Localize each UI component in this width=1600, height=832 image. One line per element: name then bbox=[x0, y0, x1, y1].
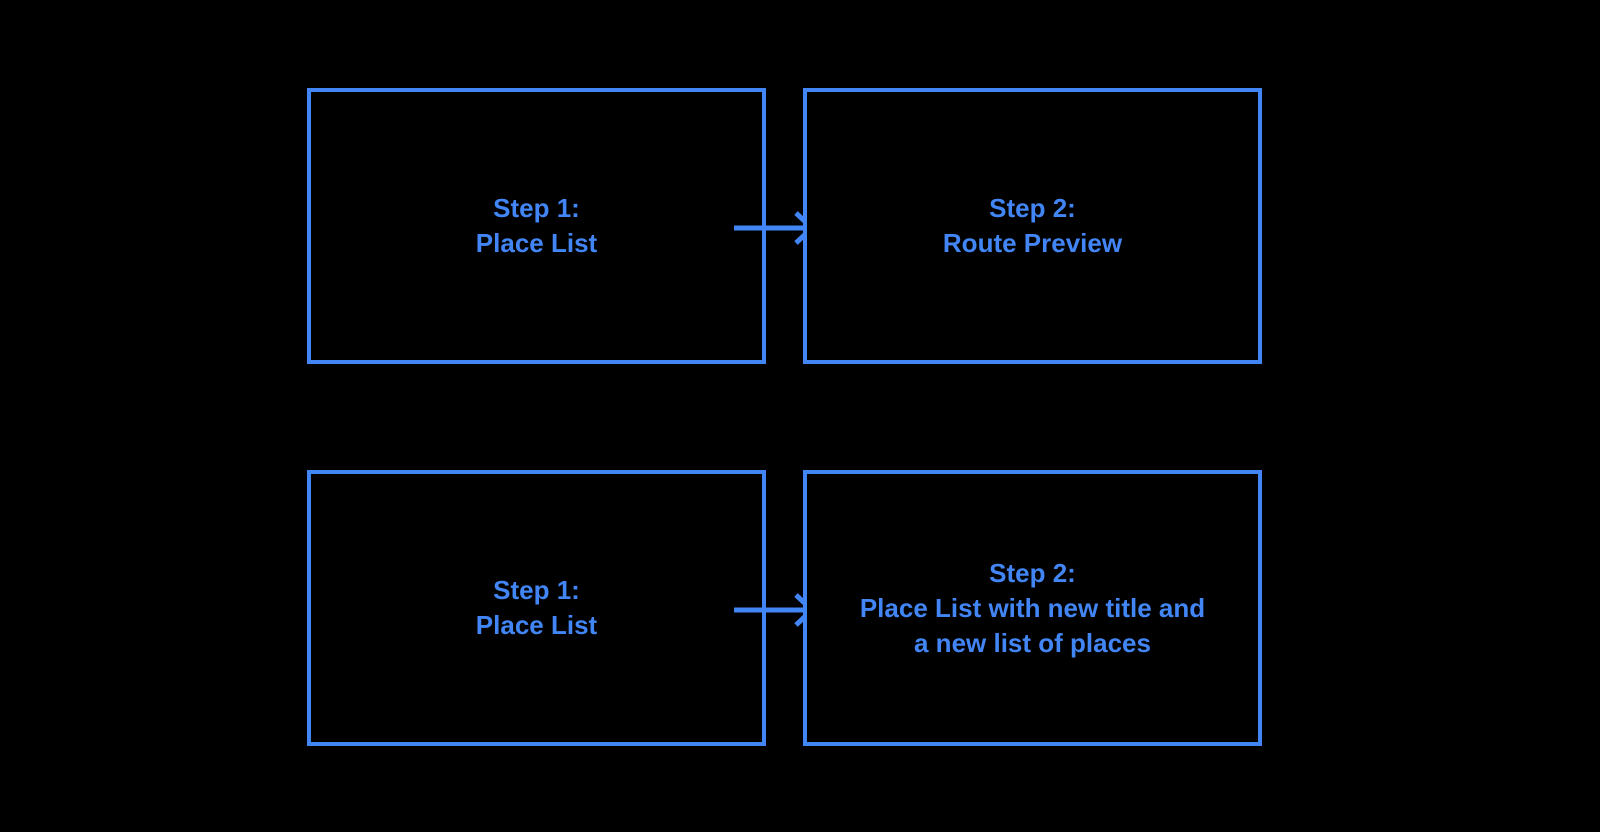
step-box-row0-step1[interactable]: Step 1: Place List bbox=[307, 88, 766, 364]
step-box-label: Step 2: Route Preview bbox=[942, 193, 1123, 258]
step-box-label: Step 1: Place List bbox=[475, 193, 598, 258]
step-box-row0-step2[interactable]: Step 2: Route Preview bbox=[803, 88, 1262, 364]
step-box-label: Step 2: Place List with new title and a … bbox=[859, 557, 1206, 658]
step-box-row1-step1[interactable]: Step 1: Place List bbox=[307, 470, 766, 746]
flow-row-new-place-list: Step 1: Place List Step 2: Place List wi… bbox=[0, 470, 1600, 750]
flow-row-route-preview: Step 1: Place List Step 2: Route Preview bbox=[0, 88, 1600, 368]
step-box-label: Step 1: Place List bbox=[475, 575, 598, 640]
step-box-row1-step2[interactable]: Step 2: Place List with new title and a … bbox=[803, 470, 1262, 746]
